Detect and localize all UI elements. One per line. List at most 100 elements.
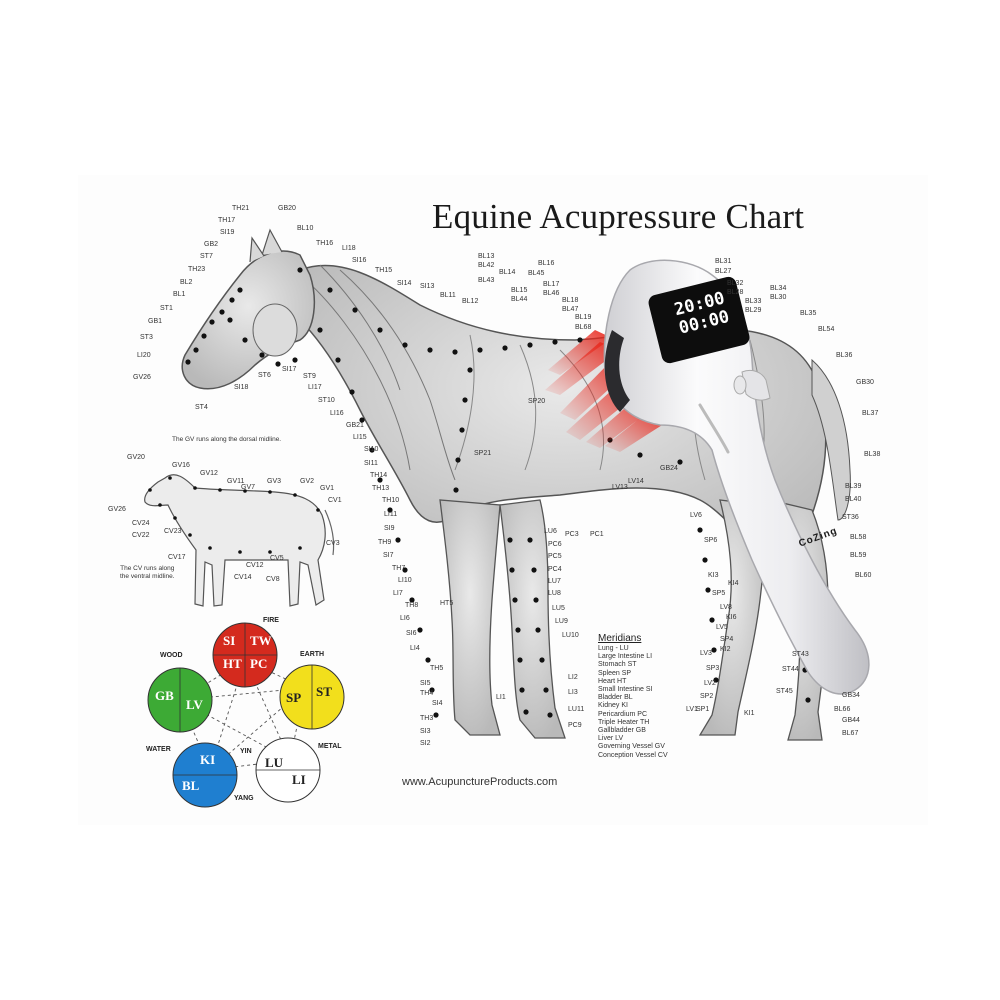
- acupoint-label: BL27: [715, 268, 732, 275]
- acupoint-label: BL68: [575, 324, 592, 331]
- acupoint-label: SI9: [384, 525, 395, 532]
- acupoint-label: LI11: [384, 511, 398, 518]
- acupoint-label: TH9: [378, 539, 392, 546]
- label-yang: YANG: [234, 795, 254, 802]
- acupoint-label: LI10: [398, 577, 412, 584]
- acupoint-dot: [507, 537, 513, 543]
- acupoint-dot: [805, 697, 811, 703]
- acupoint-dot: [395, 537, 401, 543]
- acupoint-label: BL18: [562, 297, 579, 304]
- acupoint-label: BL30: [770, 294, 787, 301]
- acupoint-label: ST45: [776, 688, 793, 695]
- acupoint-label: CV3: [326, 540, 340, 547]
- acupoint-label: GB21: [346, 422, 364, 429]
- acupoint-label: BL14: [499, 269, 516, 276]
- acupoint-dot: [297, 267, 303, 273]
- label-yin: YIN: [240, 748, 252, 755]
- acupoint-label: SI5: [420, 680, 431, 687]
- acupoint-label: LI16: [330, 410, 344, 417]
- label-fire: FIRE: [263, 617, 279, 624]
- acupoint-label: HT5: [440, 600, 454, 607]
- dorsal-midline-note: The GV runs along the dorsal midline.: [172, 436, 282, 443]
- acupoint-label: CV1: [328, 497, 342, 504]
- acupoint-label: GV26: [108, 506, 126, 513]
- acupoint-label: GV11: [227, 478, 245, 485]
- small-horse-acupoint-dot: [158, 503, 162, 507]
- meridian-item: Spleen SP: [598, 669, 632, 677]
- acupoint-label: BL11: [440, 292, 456, 299]
- acupoint-dot: [227, 317, 233, 323]
- acupoint-label: TH7: [392, 565, 406, 572]
- acupoint-label: TH13: [372, 485, 390, 492]
- small-horse-acupoint-dot: [193, 486, 197, 490]
- acupoint-dot: [327, 287, 333, 293]
- acupoint-label: PC9: [568, 722, 582, 729]
- acupoint-label: BL46: [543, 290, 560, 297]
- metal-code-lu: LU: [265, 755, 284, 770]
- acupoint-label: LI15: [353, 434, 367, 441]
- acupoint-dot: [552, 339, 558, 345]
- acupoint-label: BL40: [845, 496, 862, 503]
- small-horse-acupoint-dot: [268, 550, 272, 554]
- meridian-item: Bladder BL: [598, 694, 633, 702]
- acupoint-dot: [531, 567, 537, 573]
- acupoint-dot: [429, 687, 435, 693]
- acupoint-label: LV5: [716, 624, 728, 631]
- acupoint-dot: [402, 342, 408, 348]
- acupoint-label: BL17: [543, 281, 560, 288]
- meridian-item: Large Intestine LI: [598, 653, 653, 661]
- acupoint-label: GV12: [200, 470, 218, 477]
- acupoint-dot: [352, 307, 358, 313]
- meridian-item: Heart HT: [598, 677, 627, 685]
- acupoint-dot: [452, 349, 458, 355]
- acupoint-dot: [242, 337, 248, 343]
- acupoint-dot: [539, 657, 545, 663]
- label-earth: EARTH: [300, 651, 325, 658]
- acupoint-label: LI1: [496, 694, 506, 701]
- acupoint-label: CV17: [168, 554, 186, 561]
- meridians-heading: Meridians: [598, 633, 642, 644]
- label-wood: WOOD: [160, 652, 183, 659]
- acupoint-dot: [702, 557, 708, 563]
- acupoint-label: LU11: [568, 706, 585, 713]
- acupoint-label: SP20: [528, 398, 546, 405]
- acupoint-dot: [711, 647, 717, 653]
- acupoint-label: SP5: [712, 590, 726, 597]
- acupoint-label: LV14: [628, 478, 644, 485]
- acupoint-label: BL36: [836, 352, 853, 359]
- acupoint-label: TH21: [232, 205, 250, 212]
- acupoint-label: TH5: [430, 665, 444, 672]
- acupoint-label: KI6: [726, 614, 737, 621]
- acupoint-label: BL34: [770, 285, 787, 292]
- acupoint-dot: [515, 627, 521, 633]
- acupoint-label: BL28: [727, 289, 744, 296]
- acupoint-dot: [509, 567, 515, 573]
- acupoint-dot: [477, 347, 483, 353]
- small-horse-acupoint-dot: [188, 533, 192, 537]
- meridian-item: Small Intestine SI: [598, 686, 653, 694]
- acupoint-label: GB44: [842, 717, 860, 724]
- acupoint-dot: [697, 527, 703, 533]
- device-display-screen: [648, 276, 750, 364]
- five-element-circles: [147, 622, 345, 808]
- acupoint-label: TH16: [316, 240, 334, 247]
- acupoint-label: SI18: [234, 384, 249, 391]
- acupoint-label: SI19: [220, 229, 235, 236]
- acupoint-label: BL54: [818, 326, 835, 333]
- acupoint-dot: [349, 389, 355, 395]
- acupoint-label: BL67: [842, 730, 859, 737]
- acupoint-label: LI6: [400, 615, 410, 622]
- acupoint-dot: [533, 597, 539, 603]
- acupoint-label: GB24: [660, 465, 678, 472]
- wood-code-gb: GB: [155, 688, 174, 703]
- small-horse-acupoint-dot: [298, 546, 302, 550]
- small-horse-acupoint-dot: [293, 493, 297, 497]
- acupoint-label: LI2: [568, 674, 578, 681]
- acupoint-label: BL13: [478, 253, 495, 260]
- earth-code-sp: SP: [286, 690, 302, 705]
- acupoint-label: LU9: [555, 618, 568, 625]
- earth-code-st: ST: [316, 684, 332, 699]
- acupoint-label: ST10: [318, 397, 335, 404]
